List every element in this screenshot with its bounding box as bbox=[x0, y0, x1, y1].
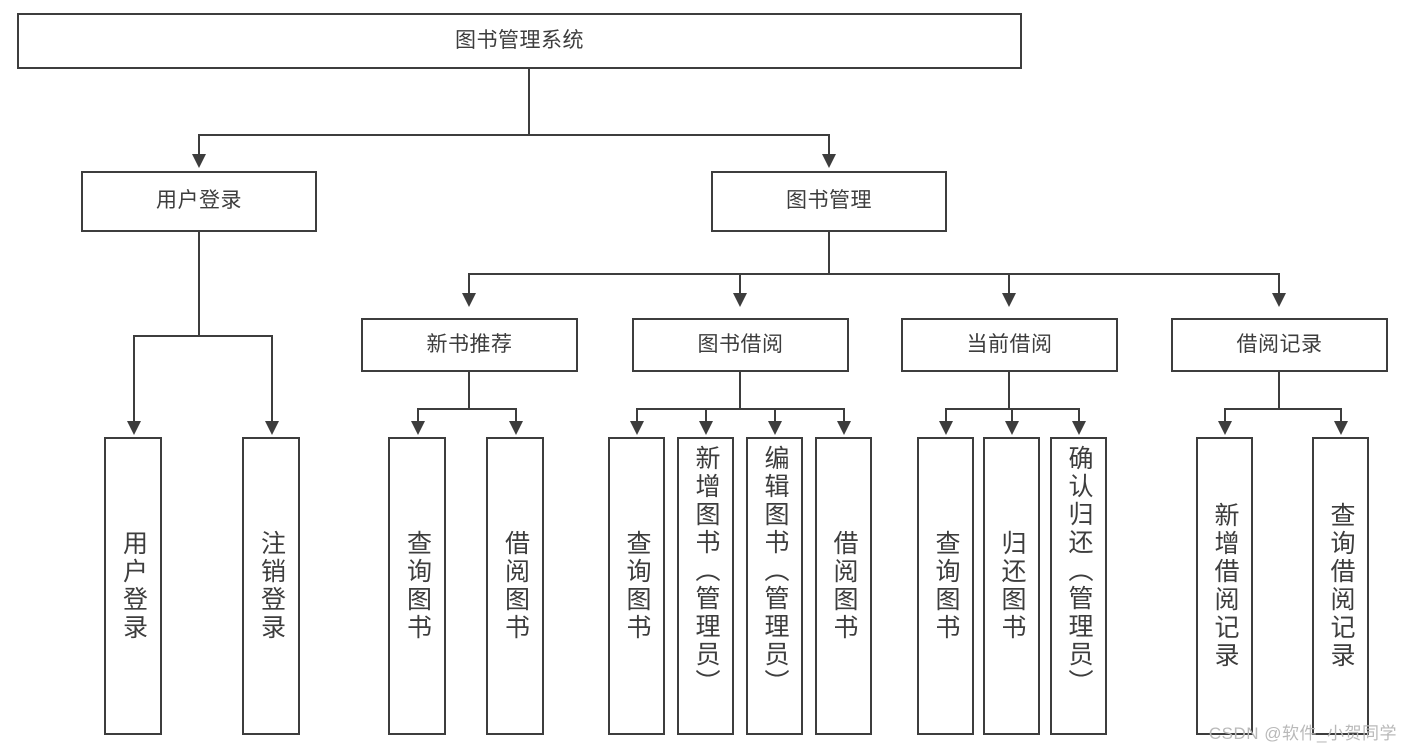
arrowhead-root-to-user-login bbox=[192, 154, 206, 168]
node-label: 新增图书（管理员） bbox=[692, 445, 720, 697]
leaf-book-borrow-query-books[interactable]: 查询图书 bbox=[608, 437, 665, 735]
arrowhead-new-book-recommend bbox=[462, 293, 476, 307]
node-label: 查询图书 bbox=[403, 530, 432, 642]
arrowhead-borrow-records bbox=[1272, 293, 1286, 307]
node-label: 图书管理 bbox=[786, 189, 872, 213]
connector-book-mgmt-stem bbox=[828, 232, 830, 274]
connector-new-book-bus bbox=[417, 408, 517, 410]
arrowhead-root-to-book-mgmt bbox=[822, 154, 836, 168]
arrowhead-current-borrow-leaf-3 bbox=[1072, 421, 1086, 435]
leaf-user-login-logout[interactable]: 注销登录 bbox=[242, 437, 300, 735]
connector-book-borrow-bus bbox=[636, 408, 844, 410]
connector-borrow-records-stem bbox=[1278, 372, 1280, 409]
node-label: 查询图书 bbox=[932, 530, 960, 642]
arrowhead-user-login-leaf-1 bbox=[127, 421, 141, 435]
node-label: 用户登录 bbox=[156, 189, 242, 213]
connector-new-book-to-leaf-2 bbox=[515, 408, 517, 423]
node-borrow-records[interactable]: 借阅记录 bbox=[1171, 318, 1388, 372]
connector-borrow-records-to-leaf-1 bbox=[1224, 408, 1226, 423]
arrowhead-book-borrow-leaf-3 bbox=[768, 421, 782, 435]
node-book-borrow[interactable]: 图书借阅 bbox=[632, 318, 849, 372]
node-label: 归还图书 bbox=[998, 530, 1026, 642]
node-label: 新书推荐 bbox=[426, 332, 513, 356]
connector-book-borrow-to-leaf-1 bbox=[636, 408, 638, 423]
connector-book-borrow-to-leaf-2 bbox=[705, 408, 707, 423]
connector-book-mgmt-bus bbox=[468, 273, 1280, 275]
connector-book-borrow-to-leaf-4 bbox=[843, 408, 845, 423]
arrowhead-new-book-leaf-1 bbox=[411, 421, 425, 435]
connector-borrow-records-bus bbox=[1224, 408, 1342, 410]
leaf-book-borrow-add-book-admin[interactable]: 新增图书（管理员） bbox=[677, 437, 734, 735]
connector-borrow-records-to-leaf-2 bbox=[1340, 408, 1342, 423]
connector-user-login-to-leaf-1 bbox=[133, 335, 135, 423]
node-label: 图书管理系统 bbox=[455, 28, 584, 52]
connector-user-login-stem bbox=[198, 232, 200, 336]
arrowhead-current-borrow-leaf-1 bbox=[939, 421, 953, 435]
connector-root-stem bbox=[528, 69, 530, 135]
connector-current-borrow-to-leaf-2 bbox=[1011, 408, 1013, 423]
leaf-user-login-login[interactable]: 用户登录 bbox=[104, 437, 162, 735]
arrowhead-book-borrow bbox=[733, 293, 747, 307]
connector-book-mgmt-to-new-book bbox=[468, 273, 470, 295]
connector-book-mgmt-to-current-borrow bbox=[1008, 273, 1010, 295]
node-label: 图书借阅 bbox=[697, 332, 784, 356]
node-label: 注销登录 bbox=[257, 530, 286, 642]
connector-book-mgmt-to-book-borrow bbox=[739, 273, 741, 295]
arrowhead-book-borrow-leaf-4 bbox=[837, 421, 851, 435]
leaf-current-borrow-return-books[interactable]: 归还图书 bbox=[983, 437, 1040, 735]
leaf-current-borrow-confirm-return-admin[interactable]: 确认归还（管理员） bbox=[1050, 437, 1107, 735]
node-label: 用户登录 bbox=[119, 530, 148, 642]
node-new-book-recommend[interactable]: 新书推荐 bbox=[361, 318, 578, 372]
arrowhead-book-borrow-leaf-1 bbox=[630, 421, 644, 435]
arrowhead-current-borrow-leaf-2 bbox=[1005, 421, 1019, 435]
connector-current-borrow-to-leaf-1 bbox=[945, 408, 947, 423]
node-label: 查询图书 bbox=[623, 530, 651, 642]
node-label: 编辑图书（管理员） bbox=[761, 445, 789, 697]
connector-user-login-to-leaf-2 bbox=[271, 335, 273, 423]
leaf-new-book-borrow-books[interactable]: 借阅图书 bbox=[486, 437, 544, 735]
node-label: 借阅图书 bbox=[830, 530, 858, 642]
leaf-book-borrow-borrow-books[interactable]: 借阅图书 bbox=[815, 437, 872, 735]
leaf-borrow-records-query-record[interactable]: 查询借阅记录 bbox=[1312, 437, 1369, 735]
arrowhead-new-book-leaf-2 bbox=[509, 421, 523, 435]
node-book-management[interactable]: 图书管理 bbox=[711, 171, 947, 232]
connector-new-book-stem bbox=[468, 372, 470, 409]
arrowhead-user-login-leaf-2 bbox=[265, 421, 279, 435]
leaf-current-borrow-query-books[interactable]: 查询图书 bbox=[917, 437, 974, 735]
leaf-book-borrow-edit-book-admin[interactable]: 编辑图书（管理员） bbox=[746, 437, 803, 735]
node-label: 借阅图书 bbox=[501, 530, 530, 642]
connector-book-borrow-stem bbox=[739, 372, 741, 409]
connector-current-borrow-stem bbox=[1008, 372, 1010, 409]
connector-new-book-to-leaf-1 bbox=[417, 408, 419, 423]
node-root-system[interactable]: 图书管理系统 bbox=[17, 13, 1022, 69]
node-user-login[interactable]: 用户登录 bbox=[81, 171, 317, 232]
node-label: 查询借阅记录 bbox=[1327, 502, 1355, 670]
arrowhead-book-borrow-leaf-2 bbox=[699, 421, 713, 435]
connector-root-to-user-login bbox=[198, 134, 200, 156]
connector-current-borrow-to-leaf-3 bbox=[1078, 408, 1080, 423]
node-label: 确认归还（管理员） bbox=[1065, 445, 1093, 697]
arrowhead-borrow-records-leaf-1 bbox=[1218, 421, 1232, 435]
node-label: 借阅记录 bbox=[1236, 332, 1323, 356]
leaf-new-book-query-books[interactable]: 查询图书 bbox=[388, 437, 446, 735]
connector-root-bus bbox=[198, 134, 830, 136]
leaf-borrow-records-add-record[interactable]: 新增借阅记录 bbox=[1196, 437, 1253, 735]
connector-user-login-bus bbox=[133, 335, 273, 337]
connector-root-to-book-mgmt bbox=[828, 134, 830, 156]
arrowhead-borrow-records-leaf-2 bbox=[1334, 421, 1348, 435]
connector-book-mgmt-to-borrow-records bbox=[1278, 273, 1280, 295]
node-label: 当前借阅 bbox=[966, 332, 1053, 356]
connector-book-borrow-to-leaf-3 bbox=[774, 408, 776, 423]
node-label: 新增借阅记录 bbox=[1211, 502, 1239, 670]
watermark-text: CSDN @软件_小贺同学 bbox=[1208, 724, 1397, 743]
node-current-borrow[interactable]: 当前借阅 bbox=[901, 318, 1118, 372]
arrowhead-current-borrow bbox=[1002, 293, 1016, 307]
